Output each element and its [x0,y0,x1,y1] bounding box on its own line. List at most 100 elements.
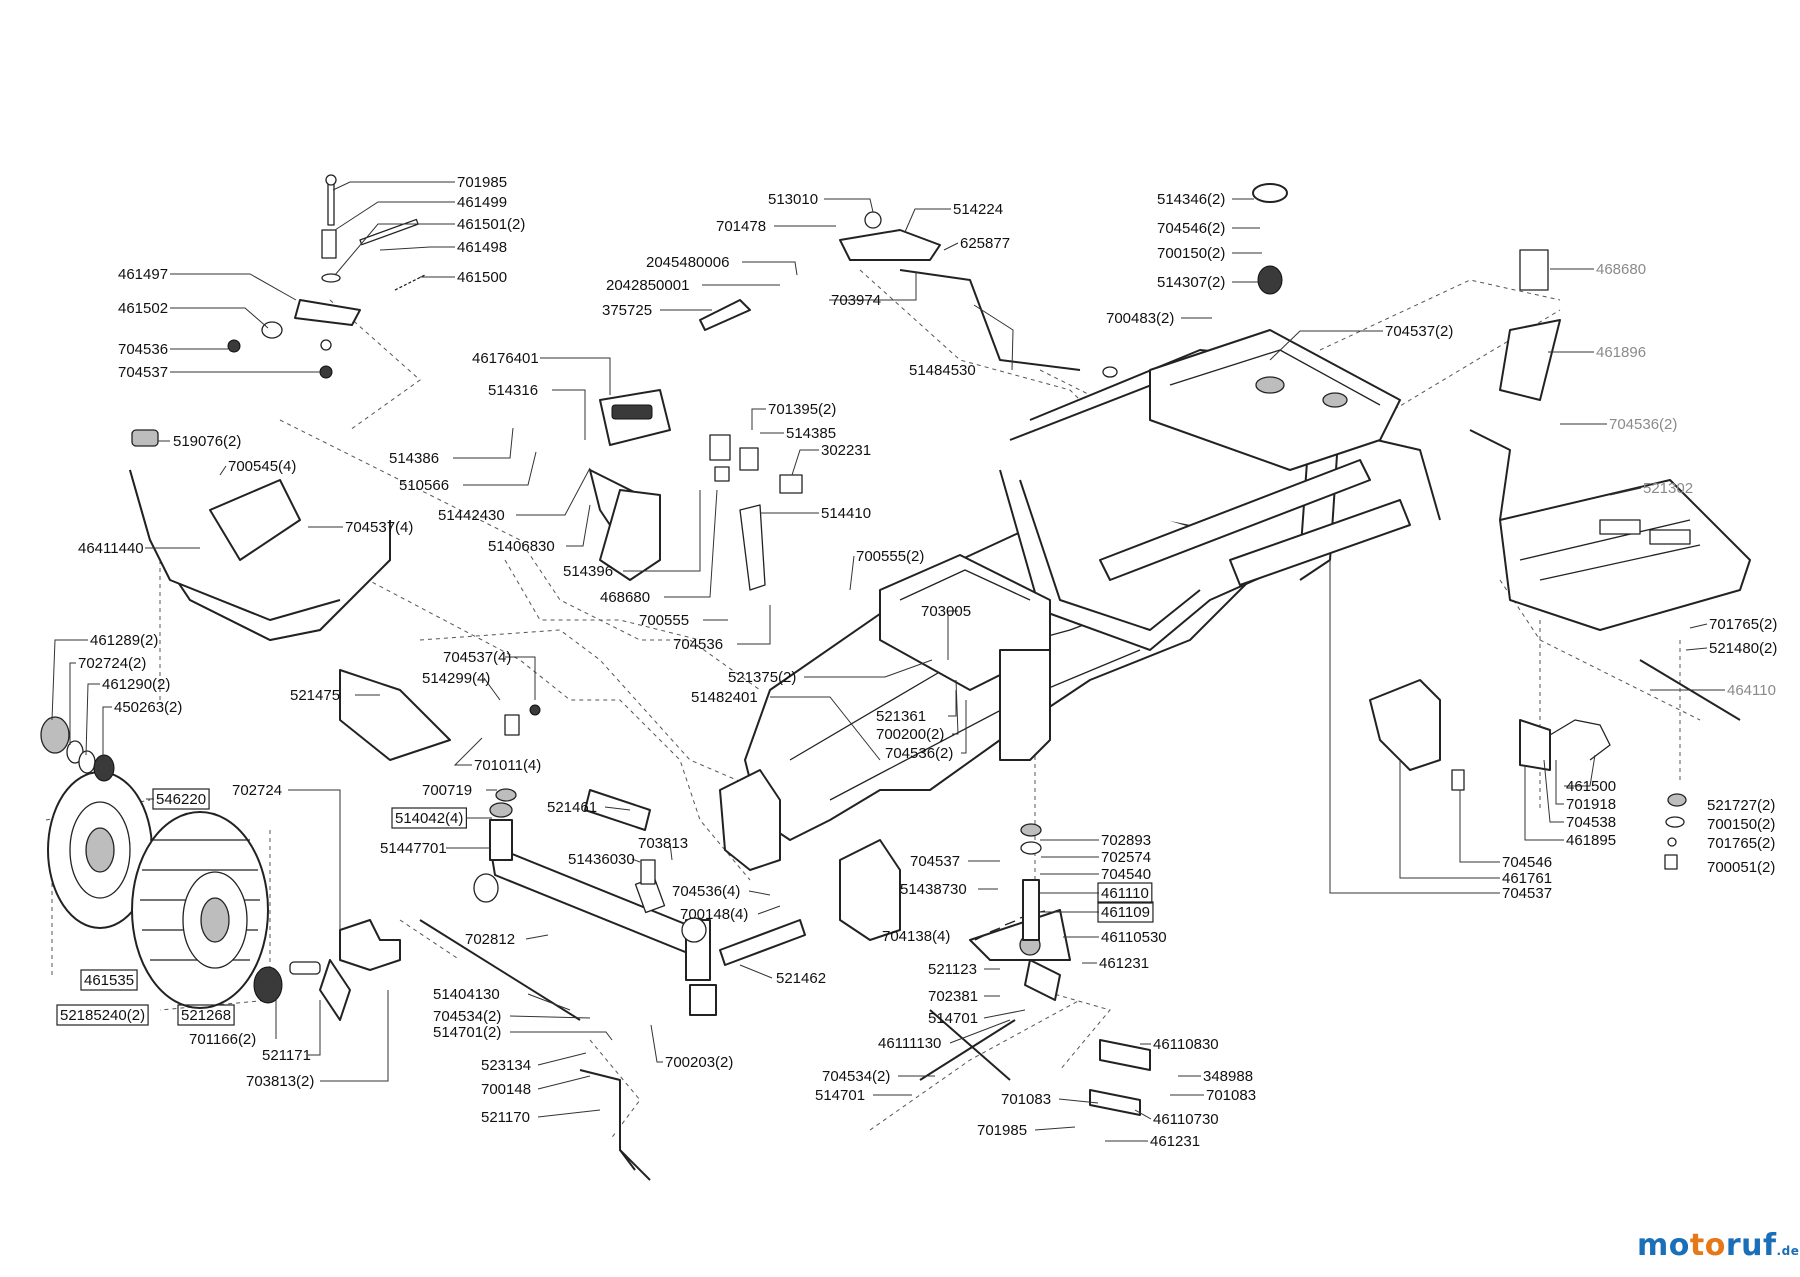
part-label: 701166(2) [189,1031,256,1048]
part-label: 519076(2) [173,433,241,450]
part-label: 700148 [481,1081,531,1098]
part-label: 703974 [831,292,881,309]
logo-part-3: ruf [1725,1228,1777,1263]
part-label: 700200(2) [876,726,944,743]
part-label: 702724 [232,782,282,799]
part-label-box [152,788,210,810]
part-label: 704537(4) [443,649,511,666]
part-label: 704536 [118,341,168,358]
part-label: 701011(4) [474,757,541,774]
part-label: 521268 [181,1007,231,1024]
front-axle [473,802,717,1016]
seat-hinge [1252,183,1561,401]
part-label: 704540 [1101,866,1151,883]
part-label: 704546(2) [1157,220,1225,237]
part-label: 461500 [457,269,507,286]
part-label: 514307(2) [1157,274,1225,291]
part-label: 514224 [953,201,1003,218]
part-label: 521461 [547,799,597,816]
part-label: 702381 [928,988,978,1005]
part-label: 704534(2) [433,1008,501,1025]
part-label: 701083 [1206,1087,1256,1104]
part-label: 461499 [457,194,507,211]
part-label: 521375(2) [728,669,796,686]
part-label: 51436030 [568,851,635,868]
part-label: 51484530 [909,362,976,379]
part-label: 46110830 [1153,1036,1219,1053]
part-label: 521462 [776,970,826,987]
part-label: 703813 [638,835,688,852]
front-bumper [129,429,391,641]
part-label: 702812 [465,931,515,948]
part-label: 704534(2) [822,1068,890,1085]
leader-lines [51,181,1725,1142]
part-label: 521302 [1643,480,1693,497]
part-label: 46110730 [1153,1111,1219,1128]
part-label: 704538 [1566,814,1616,831]
part-label: 701083 [1001,1091,1051,1108]
motoruf-logo: motoruf.de [1637,1228,1799,1263]
steering-sector [969,823,1071,961]
part-label: 514701 [815,1087,865,1104]
part-label: 521123 [928,961,977,978]
part-label: 703813(2) [246,1073,314,1090]
part-label: 704537 [118,364,168,381]
label-boxes [56,788,1154,1026]
part-label: 700483(2) [1106,310,1174,327]
part-label: 521361 [876,708,926,725]
part-label-box [80,969,138,991]
part-label: 468680 [600,589,650,606]
part-label: 701918 [1566,796,1616,813]
part-label: 461761 [1502,870,1552,887]
part-label: 703005 [921,603,971,620]
part-label: 51406830 [488,538,555,555]
part-label: 464110 [1727,682,1776,699]
part-label-box [177,1004,235,1026]
part-label: 625877 [960,235,1010,252]
part-label: 700150(2) [1157,245,1225,262]
part-label: 521475 [290,687,340,704]
part-label: 514410 [821,505,871,522]
part-label: 461498 [457,239,507,256]
part-label: 704537 [910,853,960,870]
part-label: 461110 [1101,885,1149,902]
front-wheel-left [47,771,153,929]
wheel-bearings [40,716,115,782]
part-label: 704537(4) [345,519,413,536]
part-label: 704536 [673,636,723,653]
part-label: 704537 [1502,885,1552,902]
part-label: 704536(2) [885,745,953,762]
part-label: 514701 [928,1010,978,1027]
part-label: 348988 [1203,1068,1253,1085]
part-label: 461502 [118,300,168,317]
part-label: 704537(2) [1385,323,1453,340]
part-label: 700555(2) [856,548,924,565]
part-label: 461290(2) [102,676,170,693]
part-label: 514396 [563,563,613,580]
part-label: 450263(2) [114,699,182,716]
part-label: 704138(4) [882,928,950,945]
part-label: 521170 [481,1109,530,1126]
part-label: 521480(2) [1709,640,1777,657]
small-parts [227,174,1741,1021]
part-label: 514346(2) [1157,191,1225,208]
part-label: 700719 [422,782,472,799]
part-label: 700203(2) [665,1054,733,1071]
part-label: 513010 [768,191,818,208]
part-label: 46411440 [78,540,144,557]
part-label: 461231 [1150,1133,1200,1150]
part-label: 375725 [602,302,652,319]
part-label: 514316 [488,382,538,399]
part-label: 52185240(2) [60,1007,145,1024]
part-label: 46111130 [878,1035,941,1052]
part-label: 701985 [457,174,507,191]
part-label-box [1097,901,1154,923]
part-label: 461289(2) [90,632,158,649]
part-label: 461535 [84,972,134,989]
part-label: 700545(4) [228,458,296,475]
pedal-assembly [589,389,803,591]
part-label: 704536(4) [672,883,740,900]
part-label: 468680 [1596,261,1646,278]
